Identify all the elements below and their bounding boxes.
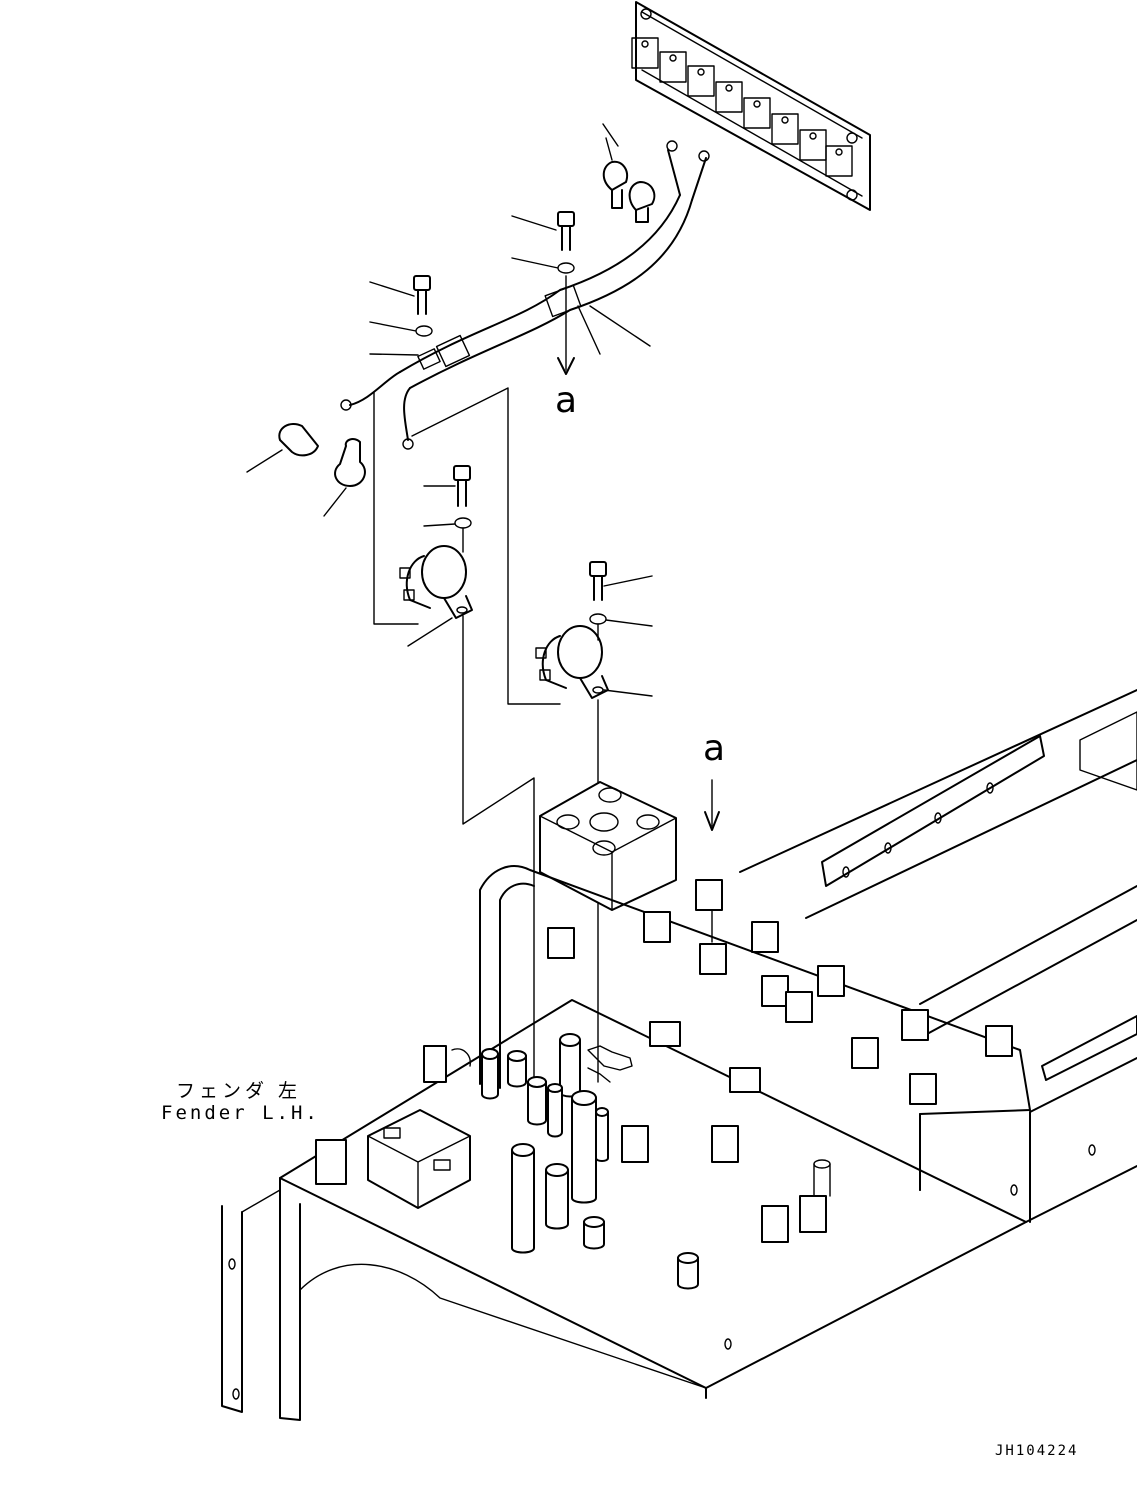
harness-clips [451, 1045, 633, 1083]
mounting-nuts [315, 879, 1013, 1243]
terminal-caps-top [602, 160, 656, 223]
terminal-units [631, 37, 853, 177]
terminal-block-panel [631, 1, 871, 211]
fender-plate [221, 865, 1137, 1421]
relay-left [399, 545, 473, 619]
cable-harness [340, 140, 710, 450]
assembly-lines [373, 275, 720, 1083]
fender-label-ja: フェンダ 左 [176, 1080, 302, 1102]
view-ref-label-1: a [555, 380, 578, 421]
mounting-block [539, 781, 677, 911]
terminal-caps-left [278, 422, 366, 487]
view-ref-label-2: a [703, 728, 726, 769]
frame-rail [739, 689, 1137, 1081]
fender-label-en: Fender L.H. [161, 1102, 320, 1124]
drawing-code: JH104224 [995, 1443, 1079, 1459]
leader-lines [246, 123, 653, 697]
relay-right [535, 625, 609, 699]
spacer-studs [481, 1033, 831, 1290]
